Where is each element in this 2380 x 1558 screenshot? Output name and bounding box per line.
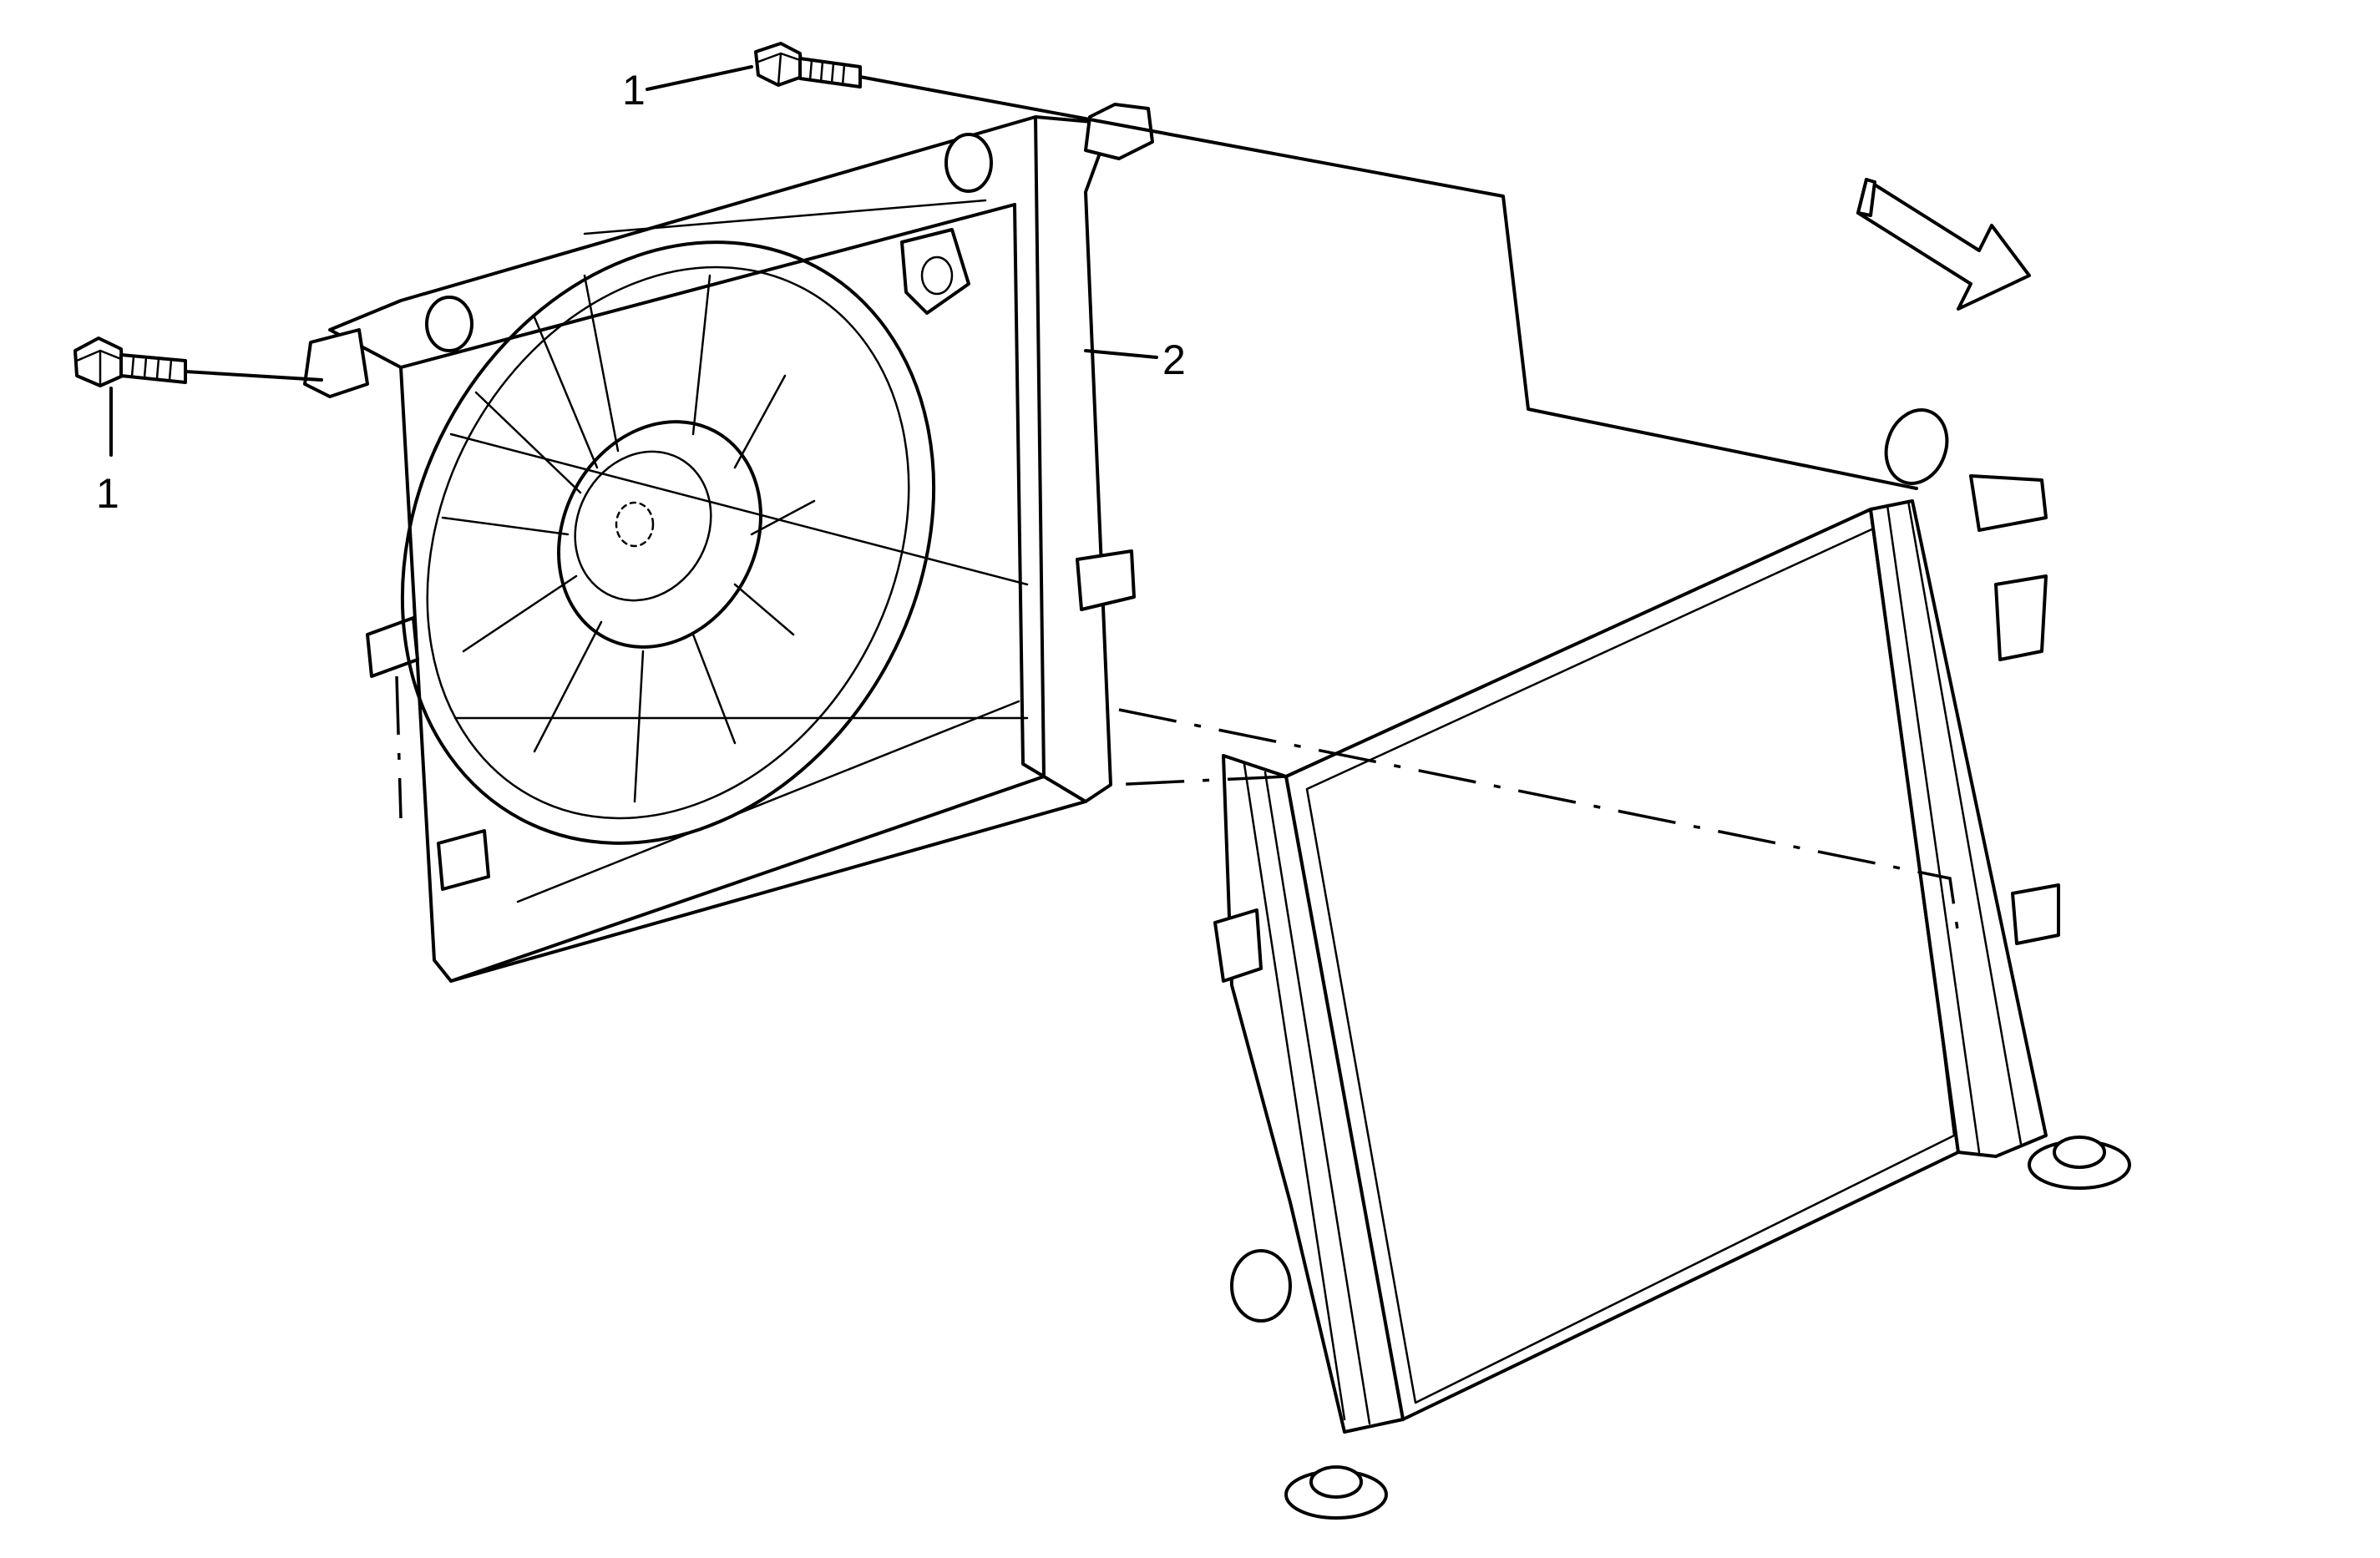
leader-line-fan-shroud: [1084, 349, 1158, 359]
bolt-upper-icon: [754, 42, 862, 89]
callout-bolt-upper: 1: [622, 67, 646, 114]
fan-shroud-icon: [303, 103, 1154, 983]
alignment-lines: [184, 75, 1960, 936]
direction-arrow-icon: [1856, 178, 2031, 311]
callout-bolt-left: 1: [96, 470, 119, 517]
radiator-icon: [1213, 408, 2131, 1520]
bolt-left-icon: [73, 336, 187, 387]
callout-fan-shroud: 2: [1162, 336, 1186, 383]
leader-line-bolt-upper: [646, 65, 753, 91]
